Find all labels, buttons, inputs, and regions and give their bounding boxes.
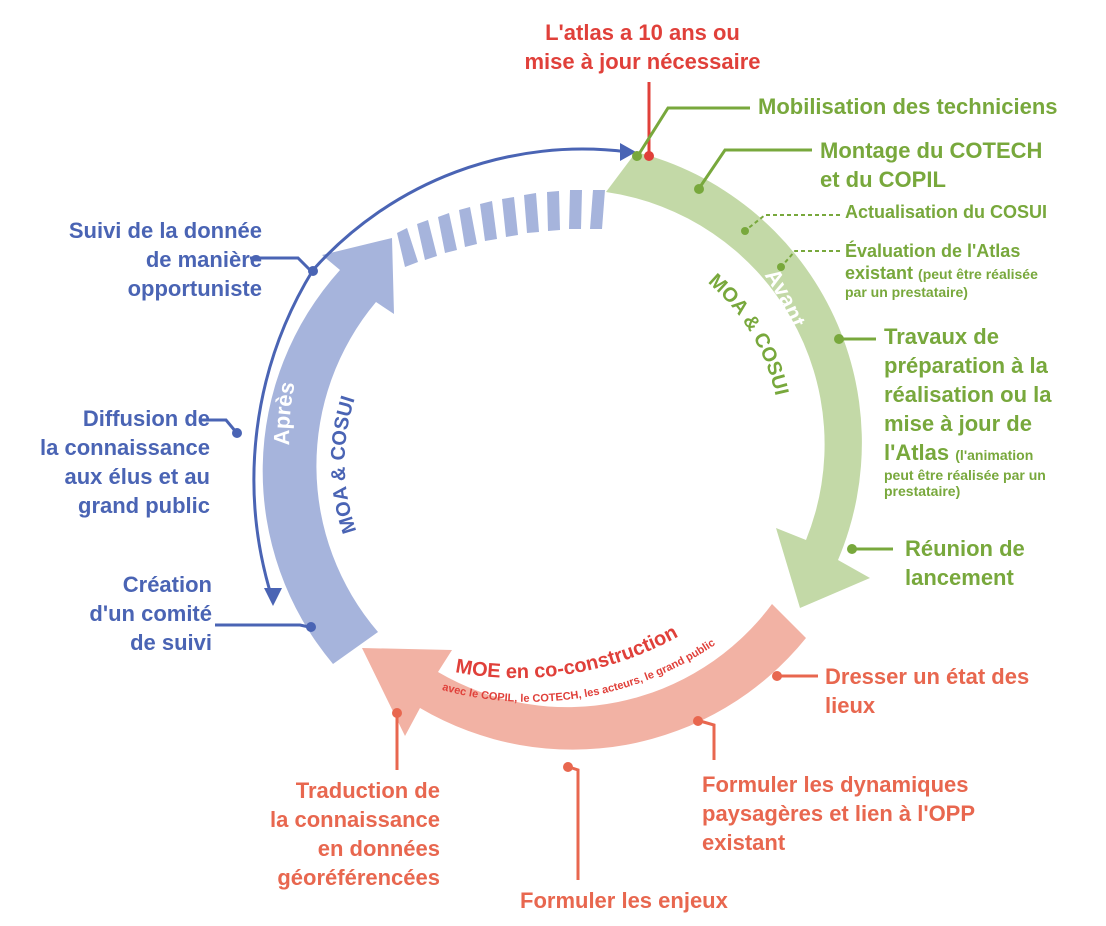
enjeux-label: Formuler les enjeux [520,888,728,913]
mobilisation-label: Mobilisation des techniciens [758,94,1058,119]
evaluation-note-2: par un prestataire) [845,284,968,300]
suivi-line-3: opportuniste [127,276,262,301]
diffusion-line-3: aux élus et au [64,464,210,489]
pendant-band [362,604,806,750]
reunion-label: Réunion de lancement [905,534,1025,592]
diffusion-line-1: Diffusion de [82,406,210,431]
avant-band [606,152,870,608]
evaluation-line-1: Évaluation de l'Atlas [845,241,1021,261]
trigger-line-2: mise à jour nécessaire [524,49,761,74]
diffusion-line-4: grand public [78,493,210,518]
suivi-label: Suivi de la donnée de manière opportunis… [20,216,262,303]
travaux-label: Travaux de préparation à la réalisation … [884,322,1052,499]
travaux-note-3: prestataire) [884,483,961,499]
travaux-note-2: peut être réalisée par un [884,467,1046,483]
travaux-line-3: réalisation ou la [884,382,1052,407]
leader-top [644,82,654,161]
evaluation-label: Évaluation de l'Atlas existant (peut êtr… [845,240,1038,300]
creation-line-3: de suivi [130,630,212,655]
traduction-line-2: la connaissance [270,807,440,832]
dynamiques-line-2: paysagères et lien à l'OPP [702,801,976,826]
apres-actor-label: MOA & COSUI [328,393,362,536]
leader-dots-salmon [392,671,782,772]
blue-arrowhead-top [620,143,636,161]
etat-line-1: Dresser un état des [825,664,1030,689]
traduction-line-4: géoréférencées [277,865,440,890]
montage-line-2: et du COPIL [820,167,946,192]
dynamiques-line-1: Formuler les dynamiques [702,772,969,797]
actualisation-label: Actualisation du COSUI [845,202,1048,222]
travaux-note-1: (l'animation [955,447,1034,463]
reunion-line-1: Réunion de [905,536,1025,561]
travaux-line-5: l'Atlas [884,440,950,465]
dynamiques-label: Formuler les dynamiques paysagères et li… [702,770,975,857]
traduction-line-1: Traduction de [295,778,440,803]
travaux-line-1: Travaux de [884,324,999,349]
montage-line-1: Montage du COTECH [820,138,1043,163]
diffusion-line-2: la connaissance [40,435,210,460]
leaders-green [637,106,893,551]
evaluation-note-1: (peut être réalisée [918,266,1038,282]
suivi-line-1: Suivi de la donnée [68,218,262,243]
pendant-label: Pendant [516,743,604,773]
travaux-line-2: préparation à la [884,353,1048,378]
montage-label: Montage du COTECH et du COPIL [820,136,1042,194]
diffusion-label: Diffusion de la connaissance aux élus et… [20,404,210,520]
leaders-salmon [395,674,818,880]
traduction-label: Traduction de la connaissance en données… [240,776,440,892]
dynamiques-line-3: existant [702,830,786,855]
traduction-line-3: en données [317,836,440,861]
leaders-blue [200,256,314,629]
trigger-label: L'atlas a 10 ans ou mise à jour nécessai… [500,18,785,76]
suivi-line-2: de manière [145,247,262,272]
blue-arrowhead-left [264,588,282,606]
etat-line-2: lieux [825,693,876,718]
dashed-stripes [397,190,605,267]
creation-label: Création d'un comité de suivi [60,570,212,657]
creation-line-2: d'un comité [89,601,212,626]
travaux-line-4: mise à jour de [884,411,1032,436]
blue-outer-arrow-top [311,147,629,271]
trigger-line-1: L'atlas a 10 ans ou [545,20,740,45]
creation-line-1: Création [122,572,212,597]
leader-dots-green [632,151,857,554]
blue-outer-arrow-left [252,269,315,599]
reunion-line-2: lancement [905,565,1014,590]
etat-label: Dresser un état des lieux [825,662,1029,720]
leader-dots-blue [232,266,318,632]
evaluation-line-2: existant [845,263,914,283]
apres-band [262,238,394,664]
